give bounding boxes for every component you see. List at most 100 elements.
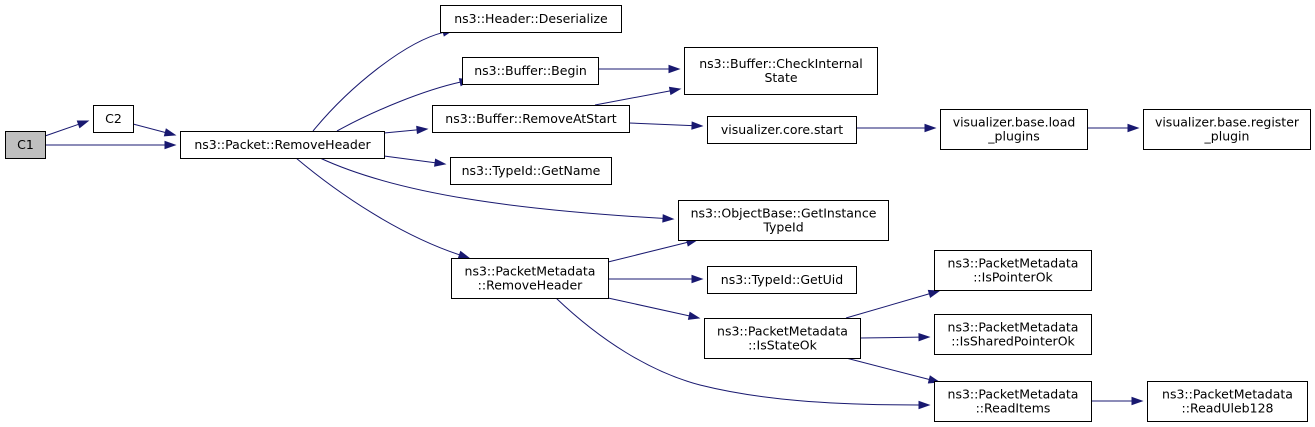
edge-line xyxy=(319,157,664,219)
arrowhead xyxy=(918,400,931,410)
node-label: ns3::Packet::RemoveHeader xyxy=(194,137,371,152)
edge-line xyxy=(845,293,930,319)
node-box[interactable] xyxy=(451,258,609,299)
node-label: C2 xyxy=(105,111,122,126)
node-box[interactable] xyxy=(93,105,134,133)
node-label: ns3::PacketMetadata xyxy=(1162,387,1293,402)
edge-packetmetadata_remove_header-to-packetmetadata_is_state_ok xyxy=(607,297,701,320)
edge-line xyxy=(555,297,920,406)
node-buffer-remove-at-start[interactable]: ns3::Buffer::RemoveAtStart xyxy=(432,105,630,133)
node-packetmetadata-read-items[interactable]: ns3::PacketMetadata::ReadItems xyxy=(934,381,1092,422)
node-box[interactable] xyxy=(934,381,1092,422)
node-c2[interactable]: C2 xyxy=(93,105,134,133)
node-label: ::ReadUleb128 xyxy=(1182,401,1274,416)
node-label: ns3::ObjectBase::GetInstance xyxy=(691,206,877,221)
edge-c2-to-packet_remove_header xyxy=(132,123,177,137)
node-box[interactable] xyxy=(704,318,861,359)
arrowhead xyxy=(691,121,704,130)
arrowhead xyxy=(927,289,941,298)
arrowhead xyxy=(76,120,90,129)
edge-visualizer_core_start-to-visualizer_base_load_plugins xyxy=(856,123,937,133)
edge-packetmetadata_remove_header-to-typeid_get_uid xyxy=(608,274,704,284)
node-box[interactable] xyxy=(462,57,599,85)
node-buffer-begin[interactable]: ns3::Buffer::Begin xyxy=(462,57,599,85)
edge-line xyxy=(845,357,930,380)
arrowhead xyxy=(687,311,701,320)
node-box[interactable] xyxy=(450,157,612,185)
node-packet-remove-header[interactable]: ns3::Packet::RemoveHeader xyxy=(180,131,385,159)
edge-packetmetadata_is_state_ok-to-packetmetadata_read_items xyxy=(845,357,941,384)
node-label: ::ReadItems xyxy=(976,401,1051,416)
node-box[interactable] xyxy=(707,116,857,144)
node-label: ns3::PacketMetadata xyxy=(717,324,848,339)
node-label: State xyxy=(764,70,797,85)
node-label: _plugin xyxy=(1204,129,1250,144)
node-label: ns3::Buffer::Begin xyxy=(474,63,587,78)
node-label: ns3::PacketMetadata xyxy=(948,320,1079,335)
edge-packet_remove_header-to-packetmetadata_remove_header xyxy=(295,157,471,259)
node-c1[interactable]: C1 xyxy=(5,131,46,159)
node-label: ns3::Buffer::CheckInternal xyxy=(699,56,863,71)
node-label: _plugins xyxy=(987,129,1039,144)
node-label: ns3::PacketMetadata xyxy=(948,256,1079,271)
node-visualizer-core-start[interactable]: visualizer.core.start xyxy=(707,116,857,144)
node-box[interactable] xyxy=(180,131,385,159)
edge-buffer_begin-to-buffer_check_internal_state xyxy=(598,64,681,74)
node-label: ::IsPointerOk xyxy=(973,270,1053,285)
node-box[interactable] xyxy=(432,105,630,133)
node-box[interactable] xyxy=(5,131,46,159)
edge-packet_remove_header-to-buffer_remove_at_start xyxy=(383,125,429,135)
node-label: ns3::TypeId::GetUid xyxy=(721,272,843,287)
edge-packetmetadata_is_state_ok-to-packetmetadata_is_shared_pointer_ok xyxy=(859,332,931,342)
node-packetmetadata-read-uleb128[interactable]: ns3::PacketMetadata::ReadUleb128 xyxy=(1147,381,1308,422)
node-box[interactable] xyxy=(678,200,889,241)
node-label: C1 xyxy=(17,137,34,152)
arrowhead xyxy=(164,140,177,150)
arrowhead xyxy=(668,64,681,74)
node-label: ::IsStateOk xyxy=(748,338,818,353)
edge-line xyxy=(859,336,920,339)
node-label: ns3::PacketMetadata xyxy=(948,387,1079,402)
node-packetmetadata-remove-header[interactable]: ns3::PacketMetadata::RemoveHeader xyxy=(451,258,609,299)
node-typeid-get-uid[interactable]: ns3::TypeId::GetUid xyxy=(707,266,857,294)
node-typeid-get-name[interactable]: ns3::TypeId::GetName xyxy=(450,157,612,185)
edge-c1-to-c2 xyxy=(44,120,90,137)
node-box[interactable] xyxy=(934,250,1092,291)
node-visualizer-base-load-plugins[interactable]: visualizer.base.load_plugins xyxy=(940,109,1088,150)
arrowhead xyxy=(416,125,429,135)
edge-line xyxy=(295,157,460,256)
node-box[interactable] xyxy=(707,266,857,294)
node-label: ns3::Header::Deserialize xyxy=(454,11,608,26)
node-box[interactable] xyxy=(934,314,1092,355)
arrowhead xyxy=(434,158,447,167)
node-visualizer-base-register-plugin[interactable]: visualizer.base.register_plugin xyxy=(1143,109,1311,150)
node-label: TypeId xyxy=(762,220,803,235)
node-label: visualizer.core.start xyxy=(721,122,843,137)
edge-packetmetadata_remove_header-to-packetmetadata_read_items xyxy=(555,297,931,410)
node-packetmetadata-is-state-ok[interactable]: ns3::PacketMetadata::IsStateOk xyxy=(704,318,861,359)
node-header-deserialize[interactable]: ns3::Header::Deserialize xyxy=(440,5,622,33)
edge-c1-to-packet_remove_header xyxy=(45,140,177,150)
arrowhead xyxy=(457,250,471,259)
node-packetmetadata-is-shared-pointer-ok[interactable]: ns3::PacketMetadata::IsSharedPointerOk xyxy=(934,314,1092,355)
node-packetmetadata-is-pointer-ok[interactable]: ns3::PacketMetadata::IsPointerOk xyxy=(934,250,1092,291)
edge-line xyxy=(336,81,461,132)
edge-line xyxy=(383,129,418,134)
node-box[interactable] xyxy=(940,109,1088,150)
node-box[interactable] xyxy=(440,5,622,33)
edge-visualizer_base_load_plugins-to-visualizer_base_register_plugin xyxy=(1087,123,1140,133)
node-box[interactable] xyxy=(1147,381,1308,422)
edge-line xyxy=(594,90,671,106)
edge-packetmetadata_read_items-to-packetmetadata_read_uleb128 xyxy=(1091,396,1144,406)
node-box[interactable] xyxy=(684,47,878,95)
edge-line xyxy=(312,31,444,132)
arrowhead xyxy=(691,274,704,284)
edge-line xyxy=(132,123,166,133)
node-box[interactable] xyxy=(1143,109,1311,150)
arrowhead xyxy=(924,123,937,133)
edge-line xyxy=(607,297,690,317)
node-label: ::IsSharedPointerOk xyxy=(951,334,1075,349)
